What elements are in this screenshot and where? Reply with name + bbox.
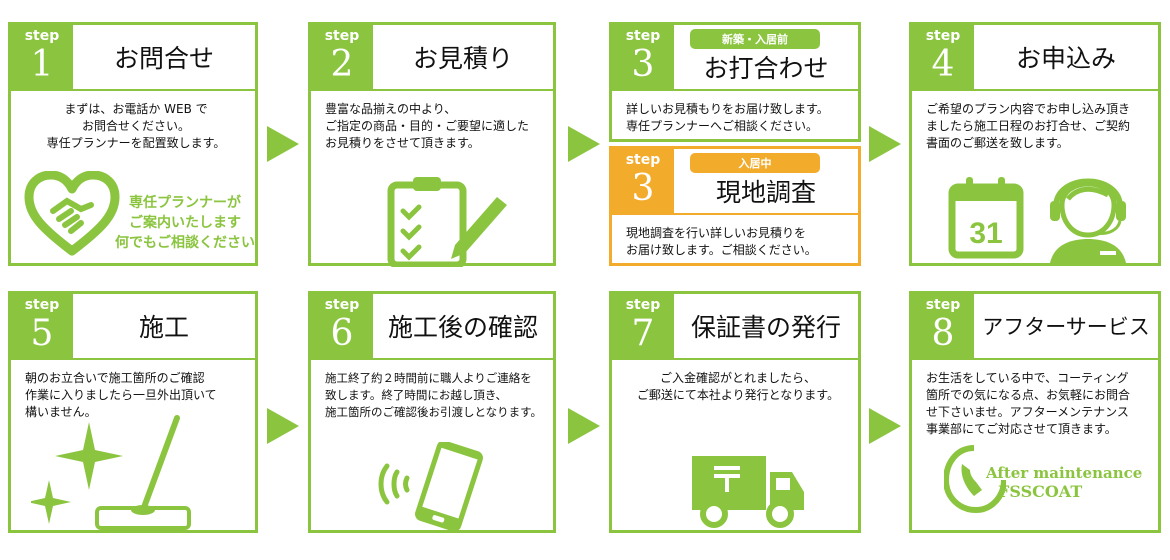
mop-sparkle-icon bbox=[31, 414, 201, 530]
after-maintenance-logo: After maintenance FSSCOAT bbox=[986, 464, 1142, 501]
arrow-right-icon bbox=[267, 408, 299, 444]
smartphone-icon bbox=[371, 442, 491, 530]
step-title: 施工後の確認 bbox=[373, 294, 553, 358]
step-description: ご希望のプラン内容でお申し込み頂きましたら施工日程のお打合せ、ご契約書面のご郵送… bbox=[926, 101, 1150, 152]
step-description: 現地調査を行い詳しいお見積りをお届け致します。ご相談ください。 bbox=[626, 225, 850, 259]
clipboard-pen-icon bbox=[385, 175, 515, 267]
arrow-right-icon bbox=[267, 126, 299, 162]
step-description: 施工終了約２時間前に職人よりご連絡を致します。終了時間にお越し頂き、施工箇所のご… bbox=[325, 370, 545, 421]
step-title: 施工 bbox=[73, 294, 255, 358]
arrow-right-icon bbox=[568, 408, 600, 444]
operator-icon bbox=[1040, 159, 1136, 263]
step-title: お申込み bbox=[974, 25, 1158, 89]
step-title: お問合せ bbox=[73, 25, 255, 89]
calendar-icon: 31 bbox=[946, 175, 1026, 259]
arrow-right-icon bbox=[568, 126, 600, 162]
step-title: アフターサービス bbox=[974, 294, 1158, 358]
step-description: 豊富な品揃えの中より、ご指定の商品・目的・ご要望に適したお見積りをさせて頂きます… bbox=[325, 101, 545, 152]
handshake-heart-icon bbox=[23, 171, 121, 257]
calendar-day: 31 bbox=[969, 217, 1002, 250]
step-title: 保証書の発行 bbox=[674, 294, 858, 358]
delivery-truck-icon bbox=[688, 450, 808, 530]
step-title: お打合わせ bbox=[674, 25, 858, 89]
arrow-right-icon bbox=[869, 408, 901, 444]
arrow-right-icon bbox=[869, 126, 901, 162]
planner-caption: 専任プランナーがご案内いたします何でもご相談ください bbox=[115, 193, 255, 253]
step-description: お生活をしている中で、コーティング箇所での気になる点、お気軽にお問合せ下さいませ… bbox=[926, 370, 1150, 438]
step-title: 現地調査 bbox=[674, 149, 858, 213]
step-description: まずは、お電話か WEB でお問合せください。専任プランナーを配置致します。 bbox=[25, 101, 247, 152]
step-description: 詳しいお見積もりをお届け致します。専任プランナーへご相談ください。 bbox=[626, 101, 850, 135]
step-title: お見積り bbox=[373, 25, 553, 89]
step-description: ご入金確認がとれましたら、ご郵送にて本社より発行となります。 bbox=[626, 370, 850, 404]
